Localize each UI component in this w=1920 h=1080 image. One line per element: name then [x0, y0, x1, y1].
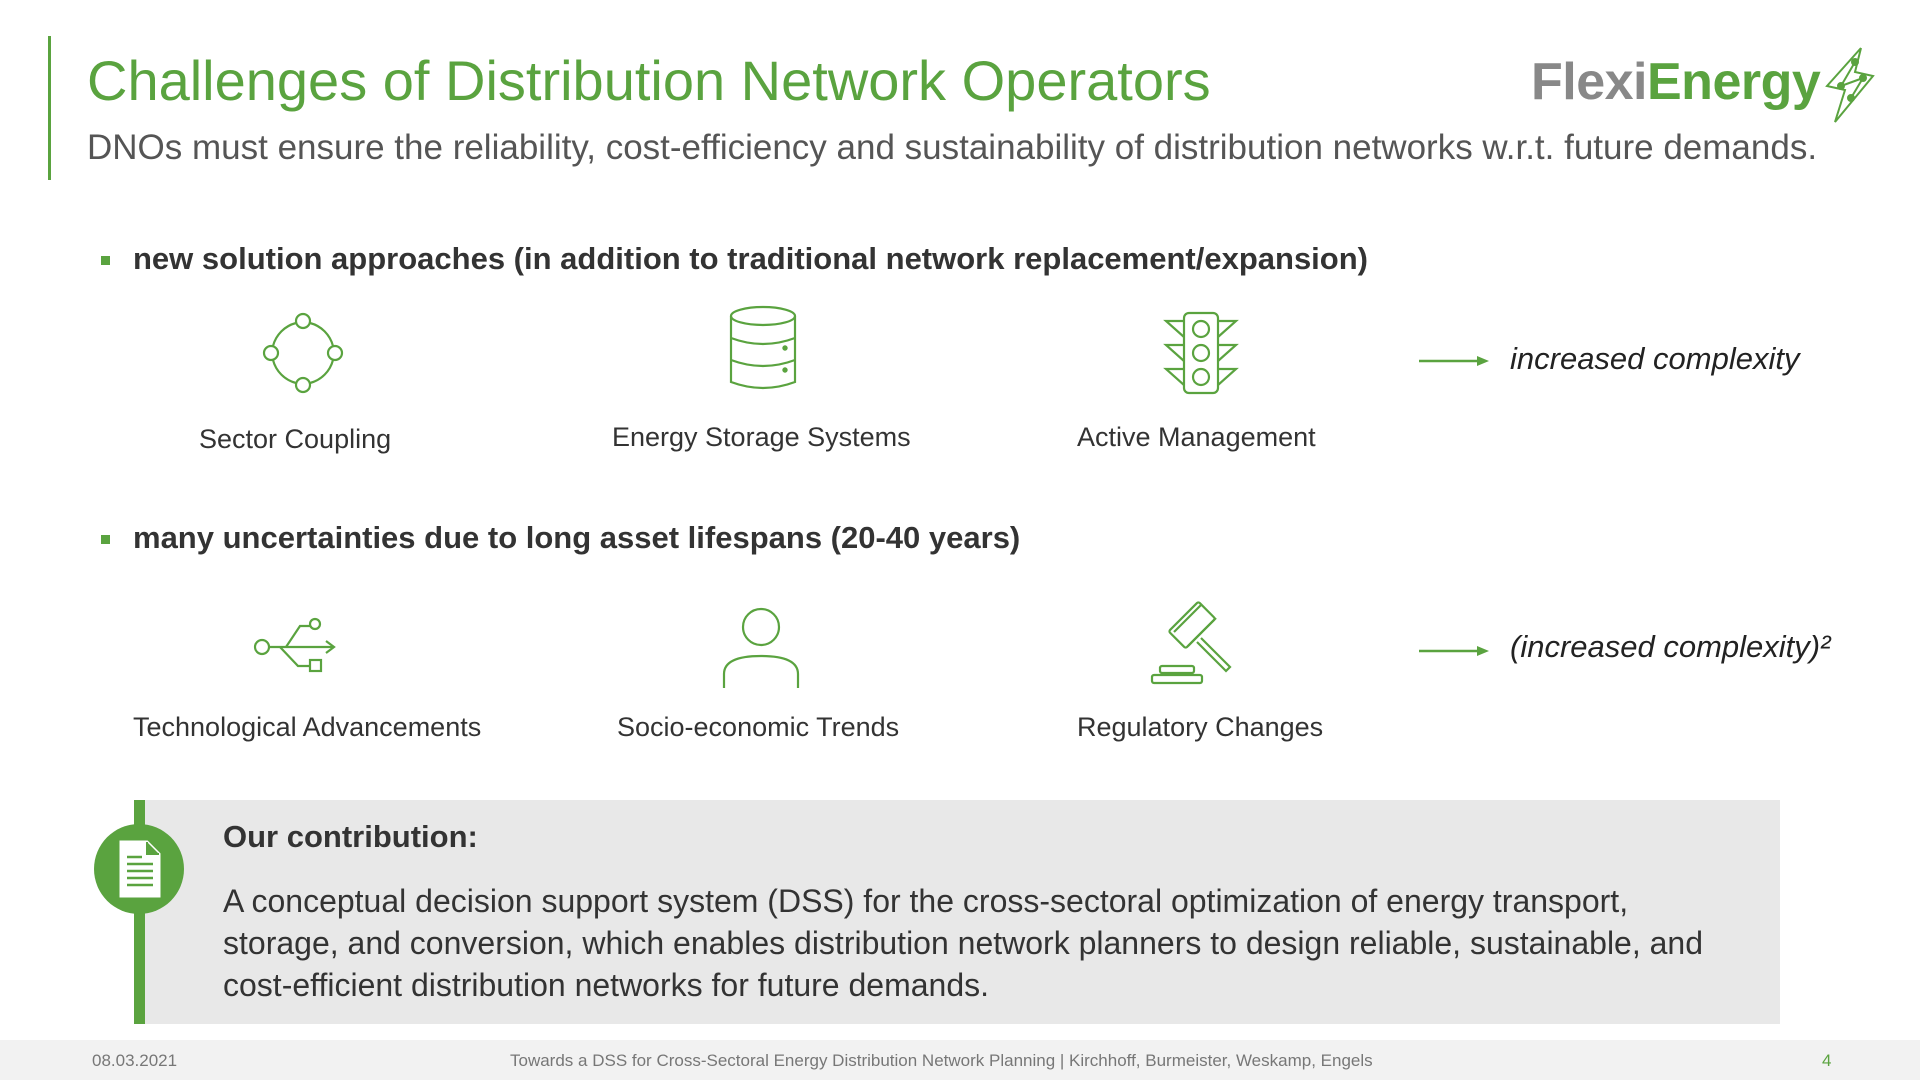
contribution-box: [134, 800, 1780, 1024]
section2-result: (increased complexity)²: [1510, 629, 1831, 664]
arrow-right-icon: [1419, 356, 1489, 366]
logo-text-energy: Energy: [1647, 53, 1821, 111]
usb-icon: [250, 602, 340, 692]
section1-heading: new solution approaches (in addition to …: [133, 241, 1368, 276]
section2-heading: many uncertainties due to long asset lif…: [133, 520, 1021, 555]
bullet-marker: [101, 256, 110, 265]
bullet-marker: [101, 535, 110, 544]
flexienergy-logo: FlexiEnergy: [1525, 46, 1875, 126]
footer-title: Towards a DSS for Cross-Sectoral Energy …: [510, 1051, 1373, 1070]
page-title: Challenges of Distribution Network Opera…: [87, 49, 1211, 112]
arrow-right-icon: [1419, 646, 1489, 656]
technological-advancements-label: Technological Advancements: [133, 712, 482, 742]
section1-result: increased complexity: [1510, 341, 1800, 376]
logo-text-flexi: Flexi: [1531, 53, 1648, 111]
sector-coupling-label: Sector Coupling: [199, 424, 392, 454]
logo-text: FlexiEnergy: [1531, 52, 1821, 112]
document-icon: [94, 824, 184, 914]
page-number: 4: [1822, 1051, 1832, 1070]
contribution-title: Our contribution:: [223, 819, 478, 854]
contribution-text: A conceptual decision support system (DS…: [223, 883, 1704, 1003]
active-management-label: Active Management: [1077, 422, 1316, 452]
regulatory-changes-label: Regulatory Changes: [1077, 712, 1324, 742]
energy-storage-label: Energy Storage Systems: [612, 422, 911, 452]
database-icon: [718, 304, 808, 394]
title-accent-bar: [48, 36, 51, 180]
traffic-light-icon: [1156, 308, 1246, 398]
gavel-icon: [1148, 596, 1238, 686]
person-icon: [716, 600, 806, 690]
footer-date: 08.03.2021: [92, 1051, 178, 1070]
lightning-network-icon: [1825, 47, 1875, 123]
socio-economic-label: Socio-economic Trends: [617, 712, 900, 742]
footer-bar: [0, 1040, 1920, 1080]
page-subtitle: DNOs must ensure the reliability, cost-e…: [87, 128, 1818, 167]
sector-coupling-icon: [258, 308, 348, 398]
